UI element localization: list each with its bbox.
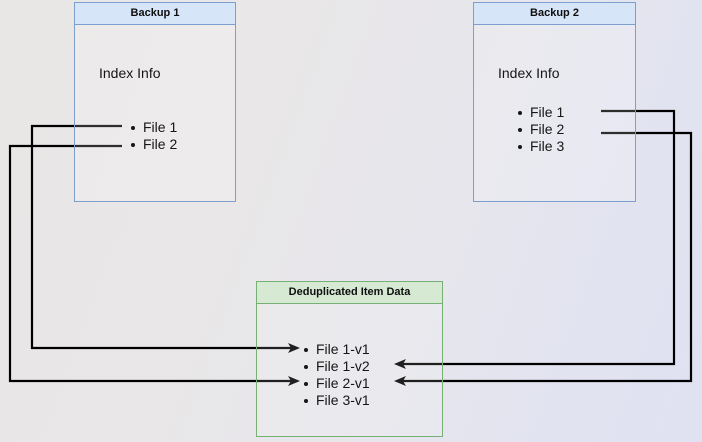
backup-2-file-item[interactable]: File 2 [516, 121, 564, 138]
deduplicated-item-data-box[interactable]: Deduplicated Item Data File 1-v1 File 1-… [256, 281, 443, 437]
backup-2-file-item[interactable]: File 1 [516, 104, 564, 121]
deduplicated-item-data-title: Deduplicated Item Data [257, 282, 442, 304]
deduplicated-item-data-body: File 1-v1 File 1-v2 File 2-v1 File 3-v1 [257, 304, 442, 436]
backup-1-index-label: Index Info [99, 65, 161, 81]
dedup-item[interactable]: File 2-v1 [302, 375, 370, 392]
backup-1-file-item[interactable]: File 1 [129, 119, 177, 136]
backup-2-file-list: File 1 File 2 File 3 [516, 104, 564, 155]
backup-1-body: Index Info File 1 File 2 [75, 25, 235, 201]
backup-1-title: Backup 1 [75, 3, 235, 25]
backup-1-file-item[interactable]: File 2 [129, 136, 177, 153]
backup-2-index-label: Index Info [498, 65, 560, 81]
backup-2-body: Index Info File 1 File 2 File 3 [474, 25, 635, 201]
backup-1-box[interactable]: Backup 1 Index Info File 1 File 2 [74, 2, 236, 202]
backup-2-title: Backup 2 [474, 3, 635, 25]
dedup-item[interactable]: File 1-v1 [302, 341, 370, 358]
dedup-item-list: File 1-v1 File 1-v2 File 2-v1 File 3-v1 [302, 341, 370, 409]
backup-2-file-item[interactable]: File 3 [516, 138, 564, 155]
backup-1-file-list: File 1 File 2 [129, 119, 177, 153]
backup-2-box[interactable]: Backup 2 Index Info File 1 File 2 File 3 [473, 2, 636, 202]
dedup-item[interactable]: File 1-v2 [302, 358, 370, 375]
dedup-item[interactable]: File 3-v1 [302, 392, 370, 409]
